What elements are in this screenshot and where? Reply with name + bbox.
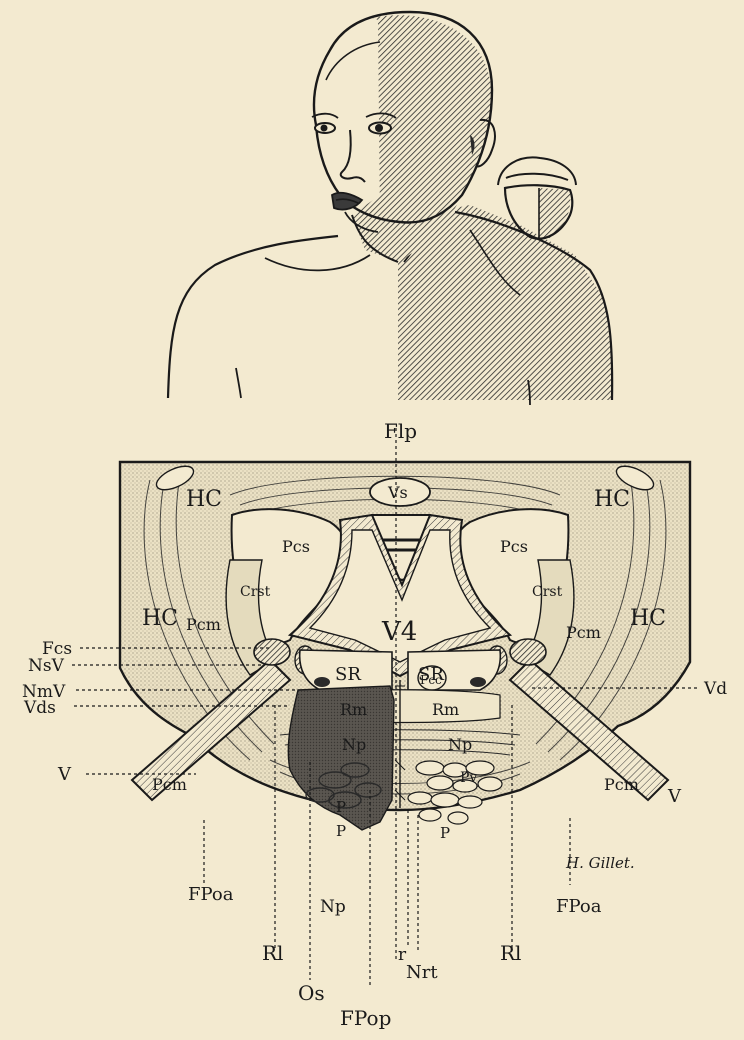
label-pcm-lower-left: Pcm <box>152 775 187 794</box>
label-os: Os <box>298 981 325 1005</box>
label-rl-right: Rl <box>500 941 521 965</box>
label-sr-left: SR <box>335 664 361 685</box>
signature: H. Gillet. <box>565 854 635 872</box>
label-p-left-2: P <box>336 822 346 840</box>
label-np-bottom: Np <box>320 897 346 917</box>
label-nsv: NsV <box>28 656 65 676</box>
label-nrt: Nrt <box>406 962 438 983</box>
label-hc-top-left: HC <box>186 487 222 512</box>
label-hc-top-right: HC <box>594 487 630 512</box>
label-vds: Vds <box>23 698 56 718</box>
label-pcs-left: Pcs <box>282 537 310 556</box>
label-p-right: P <box>440 824 450 842</box>
label-pcs-right: Pcs <box>500 537 528 556</box>
label-rl-left: Rl <box>262 941 283 965</box>
label-rm-right: Rm <box>432 700 459 719</box>
label-v-left: V <box>57 764 72 785</box>
label-np-right: Np <box>448 735 472 754</box>
label-p-left-1: P <box>336 798 346 816</box>
label-v4: V4 <box>381 617 417 647</box>
mouth <box>332 193 362 210</box>
label-pv: Pv <box>460 770 477 786</box>
label-vs: Vs <box>387 483 408 502</box>
label-hc-mid-right: HC <box>630 606 666 631</box>
head-hatched-half <box>372 15 492 222</box>
tongue-hatched-half <box>539 188 570 238</box>
label-pcm-lower-right: Pcm <box>604 775 639 794</box>
label-v-right: V <box>667 786 682 807</box>
label-flp: Flp <box>384 419 417 443</box>
label-rm-left: Rm <box>340 700 367 719</box>
label-hc-mid-left: HC <box>142 606 178 631</box>
label-np-left: Np <box>342 735 366 754</box>
label-fpoa-left: FPoa <box>188 884 234 905</box>
label-crst-left: Crst <box>240 584 271 600</box>
label-fpoa-right: FPoa <box>556 896 602 917</box>
label-fcc: Fcc <box>420 673 442 687</box>
label-pcm-upper-left: Pcm <box>186 615 221 634</box>
label-crst-right: Crst <box>532 584 563 600</box>
label-vd: Vd <box>703 679 727 699</box>
label-pcm-upper-right: Pcm <box>566 623 601 642</box>
label-fpop: FPop <box>340 1006 391 1030</box>
